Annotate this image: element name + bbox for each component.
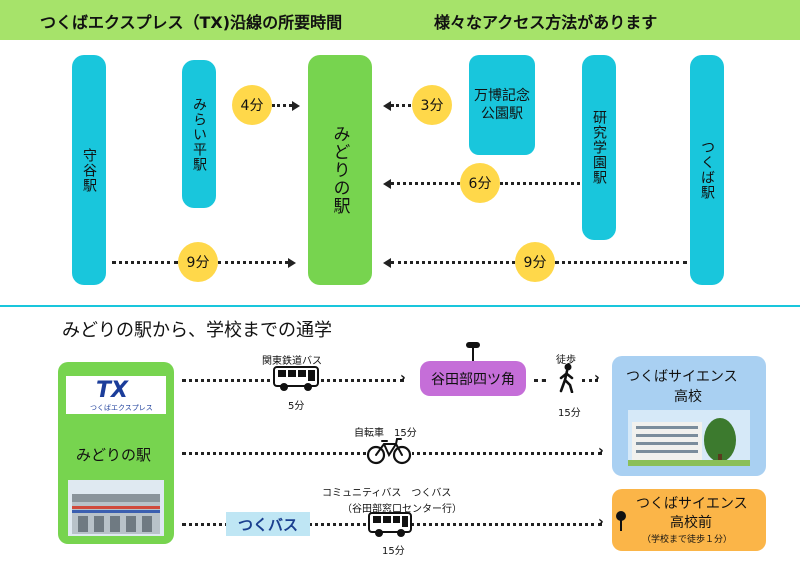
- bus-stop-note: （学校まで徒歩１分）: [642, 535, 733, 545]
- connector-tsukuba-left: [391, 261, 515, 264]
- school-photo: [628, 410, 750, 466]
- arrow-right-icon: [292, 101, 300, 111]
- connector-kenkyu-right: [500, 182, 580, 185]
- walk-time: 15分: [558, 408, 581, 419]
- community-bus-label: コミュニティバス つくバス: [322, 488, 452, 499]
- connector-moriya-right: [218, 261, 288, 264]
- station-photo: [68, 480, 164, 536]
- arrow-left-icon: [383, 179, 391, 189]
- time-badge-kenkyu: 6分: [460, 163, 500, 203]
- route-walk-line-a: [534, 379, 546, 382]
- connector-miraidaira: [272, 104, 292, 107]
- section-title: みどりの駅から、学校までの通学: [62, 320, 332, 341]
- bus-stop-pole-icon: [472, 343, 474, 363]
- bus-stop-sign-icon: [616, 511, 626, 521]
- connector-kenkyu-left: [391, 182, 460, 185]
- walking-person-icon: [559, 363, 574, 393]
- origin-name: みどりの駅: [76, 446, 152, 464]
- origin-box: TX つくばエクスプレス みどりの駅: [58, 362, 174, 544]
- station-moriya: 守谷駅: [72, 55, 106, 285]
- connector-moriya-left: [112, 261, 178, 264]
- section-divider: [0, 305, 800, 307]
- bus-stop-box: つくばサイエンス 高校前 （学校まで徒歩１分）: [612, 489, 766, 551]
- connector-tsukuba-right: [555, 261, 687, 264]
- connector-banpaku: [391, 104, 411, 107]
- time-badge-moriya: 9分: [178, 242, 218, 282]
- bus-icon: [368, 512, 412, 537]
- station-tsukuba: つくば駅: [690, 55, 724, 285]
- bus-stop-pole-icon: [620, 513, 622, 531]
- header-title-right: 様々なアクセス方法があります: [434, 13, 658, 32]
- bus-stop-name-line2: 高校前: [670, 515, 712, 531]
- bicycle-icon: [366, 437, 412, 465]
- time-badge-miraidaira: 4分: [232, 85, 272, 125]
- arrow-left-icon: [383, 258, 391, 268]
- header-title-left: つくばエクスプレス（TX)沿線の所要時間: [40, 13, 343, 32]
- station-banpaku: 万博記念公園駅: [469, 55, 535, 155]
- chevron-right-icon: ›: [400, 370, 406, 386]
- school-box: つくばサイエンス 高校: [612, 356, 766, 476]
- chevron-right-icon: ›: [594, 370, 600, 386]
- bus1-time: 5分: [288, 401, 305, 412]
- time-badge-tsukuba: 9分: [515, 242, 555, 282]
- walk-label: 徒歩: [556, 355, 576, 366]
- route-walk-line-b: [582, 379, 598, 382]
- chevron-right-icon: ›: [598, 443, 604, 459]
- bus-stop-name-line1: つくばサイエンス: [636, 496, 748, 512]
- station-kenkyu: 研究学園駅: [582, 55, 616, 240]
- school-name-line1: つくばサイエンス: [626, 369, 738, 385]
- time-badge-banpaku: 3分: [412, 85, 452, 125]
- arrow-left-icon: [383, 101, 391, 111]
- bus-stop-sign-icon: [466, 342, 480, 348]
- tsukubus-logo: つくバス: [226, 512, 310, 536]
- school-name-line2: 高校: [674, 389, 702, 405]
- bus1-label: 関東鉄道バス: [262, 356, 322, 367]
- bike-label: 自転車 15分: [354, 428, 417, 439]
- header-banner: つくばエクスプレス（TX)沿線の所要時間 様々なアクセス方法があります: [0, 0, 800, 40]
- community-bus-time: 15分: [382, 546, 405, 557]
- chevron-right-icon: ›: [598, 514, 604, 530]
- station-miraidaira: みらい平駅: [182, 60, 216, 208]
- community-bus-destination: （谷田部窓口センター行）: [342, 504, 462, 515]
- bus-icon: [273, 366, 319, 391]
- tx-logo: TX つくばエクスプレス: [66, 376, 166, 414]
- stop-box: 谷田部四ツ角: [420, 361, 526, 396]
- station-midorino: みどりの駅: [308, 55, 372, 285]
- arrow-right-icon: [288, 258, 296, 268]
